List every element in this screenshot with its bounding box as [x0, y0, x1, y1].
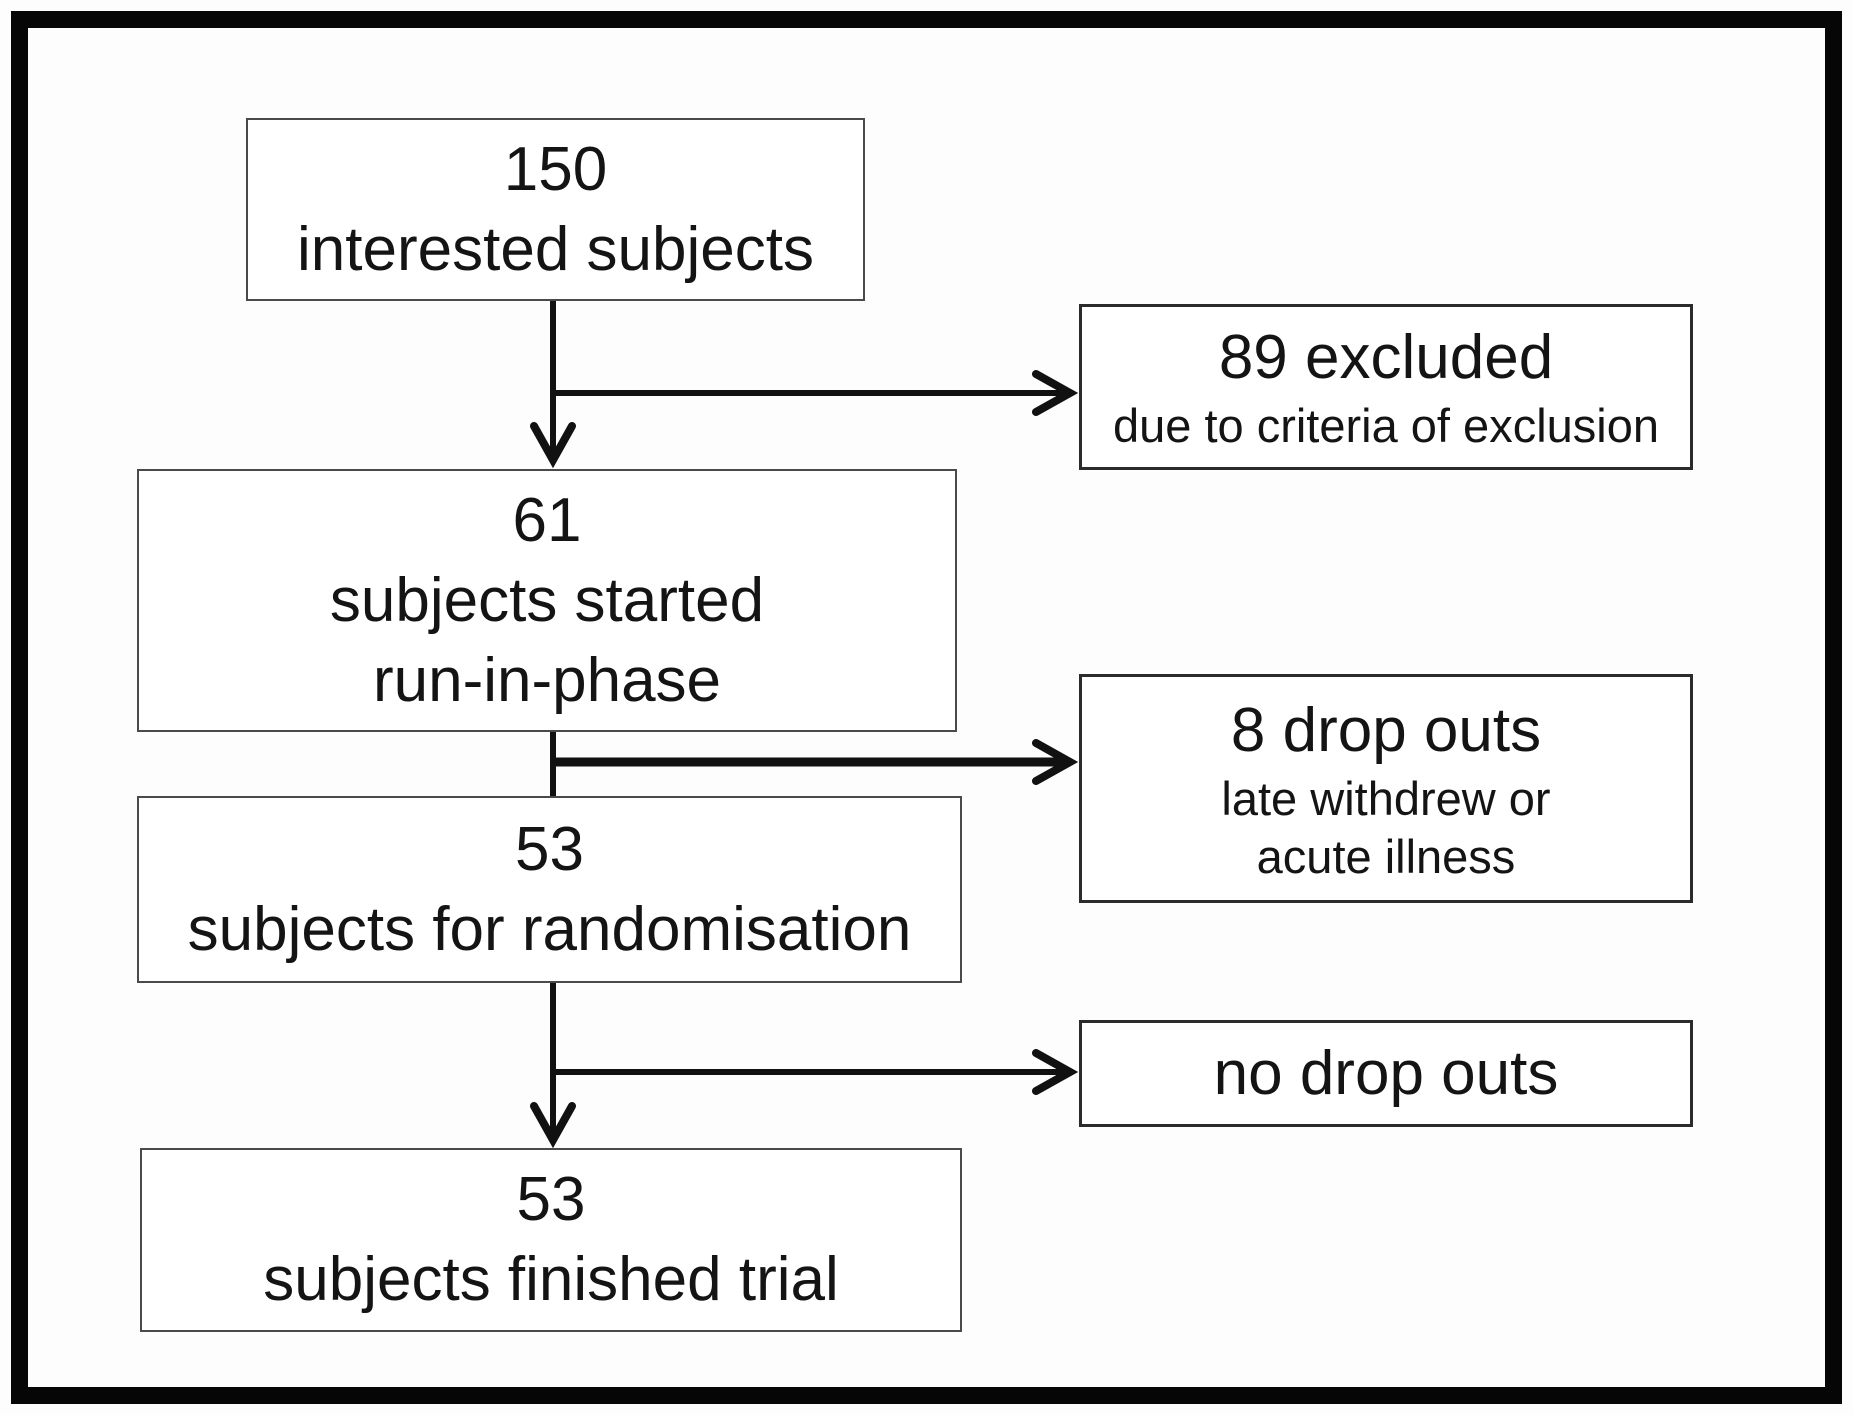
flow-box-interested-subjects: 150 interested subjects	[246, 118, 865, 301]
box-subline: late withdrew or	[1221, 771, 1551, 825]
box-label: run-in-phase	[372, 645, 722, 715]
box-count: 53	[516, 1165, 586, 1234]
box-headline: 8 drop outs	[1230, 695, 1542, 765]
flow-box-randomisation: 53 subjects for randomisation	[137, 796, 962, 983]
box-subline: due to criteria of exclusion	[1112, 399, 1659, 452]
flow-box-dropouts-run-in: 8 drop outs late withdrew or acute illne…	[1079, 674, 1693, 903]
box-label: interested subjects	[297, 214, 814, 284]
box-label: subjects for randomisation	[187, 894, 912, 964]
box-label: subjects finished trial	[263, 1245, 839, 1314]
flow-box-excluded: 89 excluded due to criteria of exclusion	[1079, 304, 1693, 470]
box-count: 53	[515, 814, 584, 884]
box-headline: 89 excluded	[1218, 323, 1554, 392]
box-count: 61	[512, 485, 582, 555]
flow-box-finished-trial: 53 subjects finished trial	[140, 1148, 962, 1332]
box-count: 150	[503, 134, 608, 204]
flow-box-run-in-phase: 61 subjects started run-in-phase	[137, 469, 957, 732]
flow-box-no-dropouts: no drop outs	[1079, 1020, 1693, 1127]
box-label: subjects started	[329, 565, 765, 635]
box-headline: no drop outs	[1213, 1038, 1559, 1108]
box-subline: acute illness	[1256, 829, 1516, 883]
